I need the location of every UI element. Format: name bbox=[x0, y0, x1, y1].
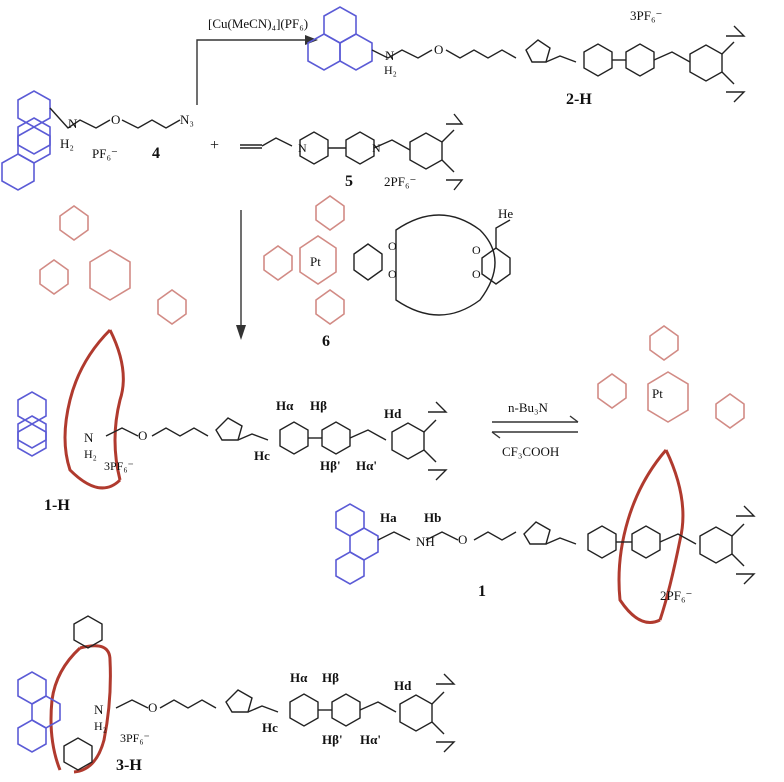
c1H-hd: Hd bbox=[384, 406, 402, 421]
c5-counterion: 2PF₆⁻ bbox=[384, 174, 416, 189]
c1-ha: Ha bbox=[380, 510, 397, 525]
c1H-hb: Hβ bbox=[310, 398, 327, 413]
reagent-base: n-Bu₃N bbox=[508, 400, 549, 415]
c3H-ha2: Hα' bbox=[360, 732, 381, 747]
c6-pt: Pt bbox=[310, 254, 321, 269]
c3H-counterion: 3PF₆⁻ bbox=[120, 731, 150, 745]
c4-o: O bbox=[111, 112, 120, 127]
plus-sign: + bbox=[210, 137, 219, 154]
c1-nh: NH bbox=[416, 534, 435, 549]
c1H-counterion: 3PF₆⁻ bbox=[104, 459, 134, 473]
c1H-nh2: N bbox=[84, 430, 94, 445]
c2H-h2: H₂ bbox=[384, 63, 397, 77]
compound-4-structure bbox=[1, 90, 181, 191]
c6-o2: O bbox=[388, 267, 397, 281]
compound-1-label: 1 bbox=[478, 583, 486, 600]
compound-5-label: 5 bbox=[345, 173, 353, 190]
c2H-n: N bbox=[385, 48, 395, 63]
c3H-ha: Hα bbox=[290, 670, 308, 685]
arrow-equilibrium bbox=[491, 415, 579, 439]
compound-1H-label: 1-H bbox=[44, 497, 70, 514]
c4-n3: N₃ bbox=[180, 112, 194, 127]
c2H-o: O bbox=[434, 42, 443, 57]
c1-hb: Hb bbox=[424, 510, 441, 525]
c3H-hb2: Hβ' bbox=[322, 732, 343, 747]
compound-3H-label: 3-H bbox=[116, 757, 142, 774]
arrow-cu-catalyzed bbox=[196, 35, 318, 105]
compound-6-label: 6 bbox=[322, 333, 330, 350]
reagent-copper: [Cu(MeCN)₄](PF₆) bbox=[208, 16, 308, 31]
c1-counterion: 2PF₆⁻ bbox=[660, 588, 692, 603]
c1H-hb2: Hβ' bbox=[320, 458, 341, 473]
c3H-hb: Hβ bbox=[322, 670, 339, 685]
c5-n1: N bbox=[298, 141, 307, 155]
c1H-ha: Hα bbox=[276, 398, 294, 413]
c1H-o: O bbox=[138, 428, 147, 443]
c6-o3: O bbox=[472, 243, 481, 257]
c1H-h2: H₂ bbox=[84, 447, 97, 461]
c6-he: He bbox=[498, 206, 513, 221]
compound-6-structure bbox=[263, 195, 511, 325]
compound-2H-label: 2-H bbox=[566, 91, 592, 108]
compound-4-label: 4 bbox=[152, 145, 160, 162]
c3H-hd: Hd bbox=[394, 678, 412, 693]
c1H-ha2: Hα' bbox=[356, 458, 377, 473]
reagent-acid: CF₃COOH bbox=[502, 444, 559, 459]
c6-o4: O bbox=[472, 267, 481, 281]
c4-h2: H₂ bbox=[60, 136, 74, 151]
arrow-down bbox=[236, 210, 246, 340]
c3H-hc: Hc bbox=[262, 720, 278, 735]
c6-o1: O bbox=[388, 239, 397, 253]
compound-1H-structure bbox=[17, 205, 448, 490]
compound-3H-structure bbox=[17, 615, 456, 774]
c4-counterion: PF₆⁻ bbox=[92, 146, 118, 161]
c3H-h2: H₂ bbox=[94, 719, 107, 733]
compound-5-structure bbox=[240, 113, 464, 191]
c2H-counterion: 3PF₆⁻ bbox=[630, 8, 662, 23]
c1-o: O bbox=[458, 532, 467, 547]
c1-pt: Pt bbox=[652, 386, 663, 401]
c3H-n: N bbox=[94, 702, 104, 717]
c5-n2: N bbox=[372, 141, 381, 155]
compound-1-structure bbox=[335, 325, 756, 624]
compound-2H-structure bbox=[307, 6, 746, 103]
c1H-hc: Hc bbox=[254, 448, 270, 463]
c4-n: N bbox=[68, 116, 78, 131]
c3H-o: O bbox=[148, 700, 157, 715]
